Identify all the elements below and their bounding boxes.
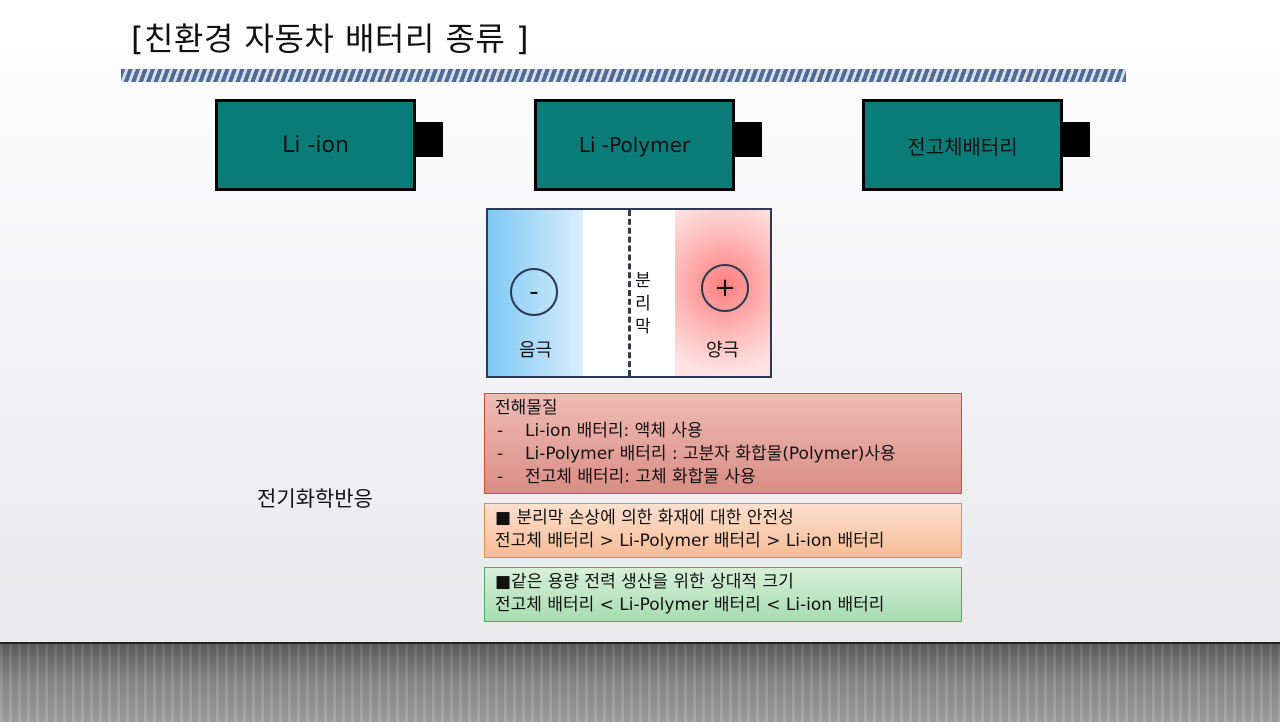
negative-electrode: - 음극 — [488, 210, 583, 376]
list-item: Li-Polymer 배터리 : 고분자 화합물(Polymer)사용 — [495, 443, 951, 466]
battery-label: Li -Polymer — [578, 133, 691, 157]
safety-heading: ■ 분리막 손상에 의한 화재에 대한 안전성 — [495, 508, 794, 528]
floor-background — [0, 642, 1280, 722]
size-heading: ■같은 용량 전력 생산을 위한 상대적 크기 — [495, 572, 794, 592]
battery-terminal — [416, 122, 443, 157]
size-box: ■같은 용량 전력 생산을 위한 상대적 크기 전고체 배터리 < Li-Pol… — [484, 567, 962, 622]
negative-label: 음극 — [518, 340, 553, 361]
list-item: 전고체 배터리: 고체 화합물 사용 — [495, 466, 951, 489]
safety-comparison: 전고체 배터리 > Li-Polymer 배터리 > Li-ion 배터리 — [495, 531, 885, 551]
minus-icon: - — [510, 268, 558, 316]
battery-terminal — [1063, 122, 1090, 157]
battery-terminal — [735, 122, 762, 157]
separator-line — [628, 210, 631, 376]
plus-icon: + — [701, 264, 749, 312]
separator-label: 분 리 막 — [635, 271, 651, 337]
electrolyte-heading: 전해물질 — [495, 398, 558, 418]
electrolyte-list: Li-ion 배터리: 액체 사용 Li-Polymer 배터리 : 고분자 화… — [495, 420, 951, 489]
battery-solid-state: 전고체배터리 — [862, 99, 1090, 191]
slide-title: [친환경 자동차 배터리 종류 ] — [131, 20, 529, 58]
positive-label: 양극 — [705, 340, 740, 361]
battery-li-polymer: Li -Polymer — [534, 99, 762, 191]
battery-cell-diagram: - 음극 분 리 막 + 양극 — [486, 208, 772, 378]
electrolyte-box: 전해물질 Li-ion 배터리: 액체 사용 Li-Polymer 배터리 : … — [484, 393, 962, 494]
title-underline — [121, 69, 1126, 82]
list-item: Li-ion 배터리: 액체 사용 — [495, 420, 951, 443]
battery-label: 전고체배터리 — [907, 134, 1018, 159]
battery-li-ion: Li -ion — [215, 99, 443, 191]
positive-electrode: + 양극 — [675, 210, 770, 376]
safety-box: ■ 분리막 손상에 의한 화재에 대한 안전성 전고체 배터리 > Li-Pol… — [484, 503, 962, 558]
size-comparison: 전고체 배터리 < Li-Polymer 배터리 < Li-ion 배터리 — [495, 595, 885, 615]
reaction-label: 전기화학반응 — [257, 487, 373, 511]
battery-label: Li -ion — [282, 132, 349, 158]
